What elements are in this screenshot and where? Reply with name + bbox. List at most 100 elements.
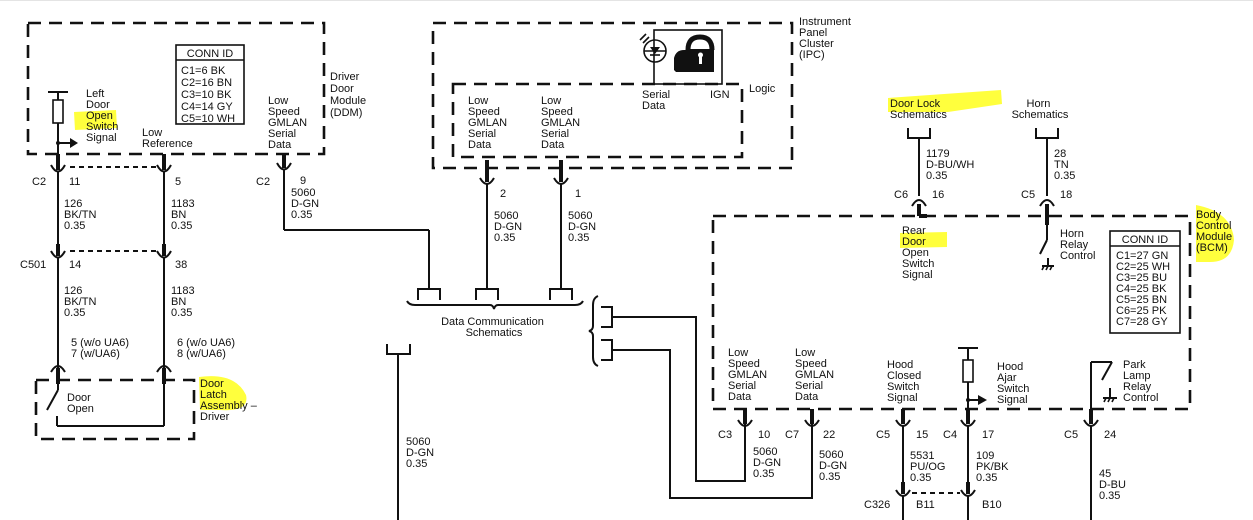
ddm-c2-9-connector: C2	[256, 176, 270, 188]
bcm-pin-24: 24	[1104, 429, 1116, 441]
top-border	[0, 0, 1253, 1]
hood-ajar-switch-symbol	[958, 347, 987, 410]
bcm-gmlan-label-1: Low Speed GMLAN Serial Data	[728, 347, 770, 403]
arrow-right-icon	[70, 138, 78, 148]
c326-connector: C326	[864, 499, 890, 511]
ipc-pin-1: 1	[575, 188, 581, 200]
ddm-conn-id-title: CONN ID	[187, 48, 234, 60]
ipc-gmlan-label-1: Low Speed GMLAN Serial Data	[468, 95, 510, 151]
c326-pin-b10: B10	[982, 499, 1002, 511]
ddm-pin-9: 9	[300, 175, 306, 187]
bcm-c4-connector: C4	[943, 429, 957, 441]
ddm-boundary	[26, 21, 326, 156]
bcm-c7-connector: C7	[785, 429, 799, 441]
horn-pin: 18	[1060, 189, 1072, 201]
ground-icon	[1041, 258, 1054, 271]
wire-5531-label: 5531 PU/OG 0.35	[910, 450, 949, 484]
park-lamp-relay-symbol	[1090, 361, 1117, 410]
door-open-label: Door Open	[67, 392, 94, 415]
bcm-wiring: C3 10 5060 D-GN 0.35 C7 22 5060 D-GN 0.3…	[718, 409, 1129, 520]
door-lock-pin: 16	[932, 189, 944, 201]
ddm-conn-row: C5=10 WH	[181, 113, 235, 125]
wire-5060-ipc2-label: 5060 D-GN 0.35	[494, 210, 525, 244]
c501-connector: C501	[20, 259, 46, 271]
bcm-c5-15-connector: C5	[876, 429, 890, 441]
highlight-door-latch	[199, 376, 247, 411]
bcm-conn-row: C2=25 WH	[1116, 261, 1170, 273]
ipc-serial-data-label: Serial Data	[642, 89, 673, 112]
bcm-module: Body Control Module (BCM) CONN ID C1=27 …	[711, 209, 1235, 411]
wire-45-label: 45 D-BU 0.35	[1099, 468, 1129, 502]
bcm-gmlan-label-2: Low Speed GMLAN Serial Data	[795, 347, 837, 403]
door-lock-indicator-icon	[674, 34, 715, 72]
highlight-rear-door	[900, 232, 947, 248]
ipc-pin-2: 2	[500, 188, 506, 200]
bcm-conn-id-title: CONN ID	[1122, 234, 1169, 246]
bcm-c3-connector: C3	[718, 429, 732, 441]
ddm-gmlan-label: Low Speed GMLAN Serial Data	[268, 95, 310, 151]
c501-pin-38: 38	[175, 259, 187, 271]
low-reference-label: Low Reference	[142, 127, 193, 150]
highlight-door-lock	[888, 90, 1002, 112]
door-latch-name: Door Latch Assembly – Driver	[200, 378, 260, 423]
bcm-conn-id-table: CONN ID C1=27 GN C2=25 WH C3=25 BU C4=25…	[1109, 230, 1181, 334]
bcm-name: Body Control Module (BCM)	[1196, 209, 1235, 254]
wire-126-label-top: 126 BK/TN 0.35	[64, 198, 99, 232]
wire-1183-label-bottom: 1183 BN 0.35	[171, 285, 198, 319]
door-lock-schematics: Door Lock Schematics 1179 D-BU/WH 0.35 C…	[890, 98, 974, 218]
bcm-conn-row: C3=25 BU	[1116, 272, 1167, 284]
data-communication-bracket: Data Communication Schematics 5060 D-GN …	[386, 288, 813, 520]
ddm-conn-id-table: CONN ID C1=6 BK C2=16 BN C3=10 BK C4=14 …	[175, 44, 245, 125]
bcm-pin-22: 22	[823, 429, 835, 441]
bcm-pin-17: 17	[982, 429, 994, 441]
left-door-label: Left Door Open Switch Signal	[86, 88, 121, 144]
wire-126-label-bottom: 126 BK/TN 0.35	[64, 285, 99, 319]
ipc-gmlan-label-2: Low Speed GMLAN Serial Data	[541, 95, 583, 151]
wire-5060-ddm-label: 5060 D-GN 0.35	[291, 187, 322, 221]
door-lock-connector: C6	[894, 189, 908, 201]
door-latch-assembly: Door Open Door Latch Assembly – Driver	[34, 368, 260, 441]
left-door-switch-symbol	[48, 91, 78, 156]
latch-pins-right: 6 (w/o UA6) 8 (w/UA6)	[177, 337, 238, 360]
bcm-pin-10: 10	[758, 429, 770, 441]
door-latch-boundary	[34, 378, 196, 441]
ipc-logic-label: Logic	[749, 83, 776, 95]
bcm-c5-24-connector: C5	[1064, 429, 1078, 441]
bcm-boundary	[711, 214, 1192, 411]
ddm-name: Driver Door Module (DDM)	[330, 71, 369, 119]
horn-connector: C5	[1021, 189, 1035, 201]
bcm-conn-row: C5=25 BN	[1116, 294, 1167, 306]
wire-5060-ipc1-label: 5060 D-GN 0.35	[568, 210, 599, 244]
highlights	[74, 90, 1234, 411]
arrow-right-icon	[978, 395, 987, 405]
ddm-conn-row: C2=16 BN	[181, 77, 232, 89]
ipc-logic-boundary	[451, 82, 744, 159]
c501-pin-14: 14	[69, 259, 81, 271]
horn-relay-label: Horn Relay Control	[1060, 228, 1095, 262]
bcm-conn-row: C6=25 PK	[1116, 305, 1167, 317]
bcm-conn-row: C1=27 GN	[1116, 250, 1168, 262]
highlight-bcm	[1196, 205, 1234, 262]
c326-pin-b11: B11	[916, 499, 935, 511]
wire-5060-c7-label: 5060 D-GN 0.35	[819, 449, 850, 483]
ddm-pin-11: 11	[69, 176, 80, 188]
ipc-name: Instrument Panel Cluster (IPC)	[799, 16, 854, 61]
ddm-conn-row: C3=10 BK	[181, 89, 232, 101]
hood-closed-label: Hood Closed Switch Signal	[887, 359, 924, 404]
bcm-pin-15: 15	[916, 429, 928, 441]
door-lock-label: Door Lock Schematics	[890, 98, 947, 121]
park-lamp-label: Park Lamp Relay Control	[1123, 359, 1158, 404]
data-comm-label: Data Communication Schematics	[441, 316, 547, 339]
wire-1183-label-top: 1183 BN 0.35	[171, 198, 198, 232]
ddm-module: Driver Door Module (DDM) CONN ID C1=6 BK…	[26, 21, 369, 156]
ipc-wiring: 2 5060 D-GN 0.35 1 5060 D-GN 0.35	[479, 160, 599, 289]
bcm-conn-row: C7=28 GY	[1116, 316, 1168, 328]
ipc-boundary	[431, 21, 794, 170]
bcm-conn-row: C4=25 BK	[1116, 283, 1167, 295]
wire-5060-lower-label: 5060 D-GN 0.35	[406, 436, 437, 470]
highlight-open	[74, 110, 117, 130]
wire-28-label: 28 TN 0.35	[1054, 148, 1075, 182]
horn-schematics: Horn Schematics 28 TN 0.35 C5 18 Horn Re…	[1012, 98, 1095, 271]
rear-door-label: Rear Door Open Switch Signal	[902, 225, 937, 281]
horn-label: Horn Schematics	[1012, 98, 1069, 121]
